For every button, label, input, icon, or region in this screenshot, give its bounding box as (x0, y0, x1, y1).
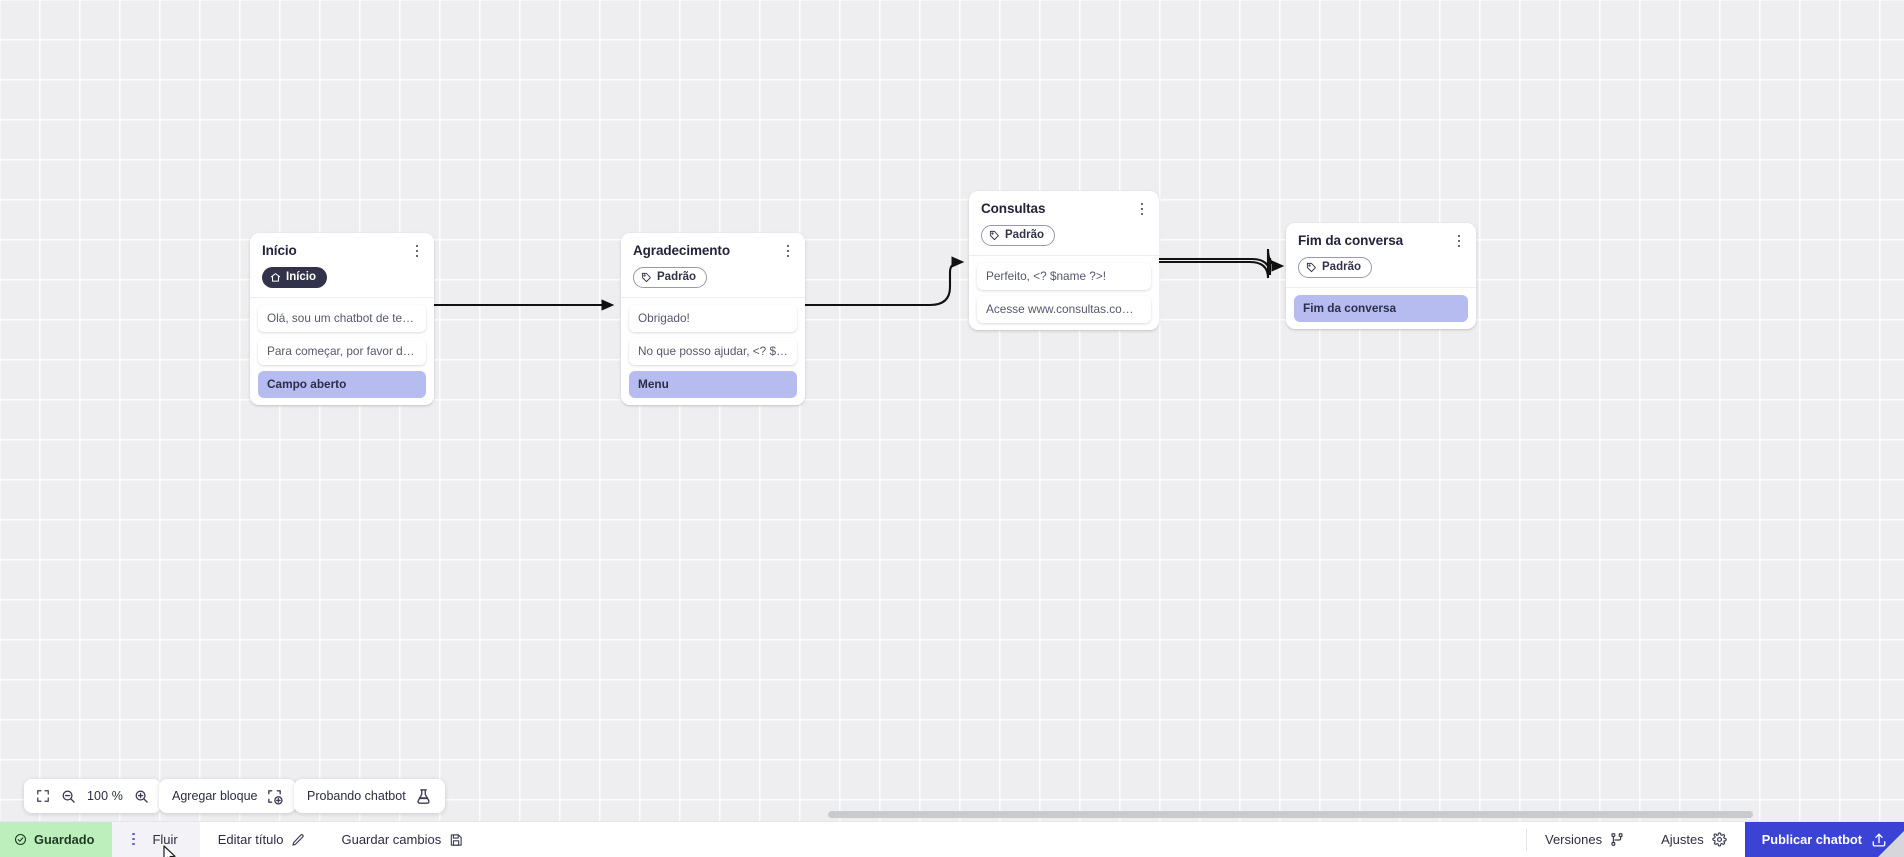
node-menu-button[interactable] (1452, 232, 1466, 250)
bottom-bar-spacer (481, 822, 1526, 857)
fit-screen-icon[interactable] (36, 789, 50, 803)
node-badge-label: Início (286, 271, 317, 283)
node-blocks: Perfeito, <? $name ?>! Acesse www.consul… (969, 263, 1159, 323)
node-divider (1286, 287, 1476, 288)
save-changes-button[interactable]: Guardar cambios (323, 822, 481, 857)
edit-title-button[interactable]: Editar título (200, 822, 324, 857)
node-badge-label: Padrão (1322, 261, 1361, 273)
node-title: Início (262, 243, 297, 258)
versions-label: Versiones (1545, 832, 1603, 847)
flow-node-fim-da-conversa[interactable]: Fim da conversa Padrão Fim da conversa (1286, 223, 1476, 329)
edit-title-label: Editar título (217, 832, 284, 847)
zoom-level-label: 100 % (87, 789, 123, 803)
branch-icon (1611, 833, 1623, 846)
node-menu-button[interactable] (781, 242, 795, 260)
node-title: Agradecimento (633, 243, 730, 258)
home-icon (270, 273, 281, 282)
save-disk-icon (450, 833, 462, 846)
saved-status-label: Guardado (34, 832, 95, 847)
node-badge-default[interactable]: Padrão (1298, 257, 1372, 278)
node-badge-start[interactable]: Início (262, 267, 328, 288)
tab-flow[interactable]: Fluir (112, 822, 200, 857)
saved-status-badge: Guardado (0, 822, 113, 857)
block-action[interactable]: Fim da conversa (1294, 295, 1468, 322)
flow-node-inicio[interactable]: Início Início Olá, sou um chatbot de tes… (250, 233, 434, 405)
zoom-toolbar: 100 % (24, 779, 161, 813)
tab-flow-label: Fluir (152, 832, 178, 847)
node-header: Fim da conversa (1286, 223, 1476, 250)
block-message[interactable]: Para começar, por favor digite o ... (258, 338, 426, 365)
tag-icon (1306, 262, 1316, 273)
canvas-horizontal-scrollbar[interactable] (0, 810, 1904, 819)
resize-corner[interactable] (1878, 831, 1904, 857)
node-divider (969, 255, 1159, 256)
edge-consultas-fim-curve (1159, 257, 1285, 276)
block-message[interactable]: Acesse www.consultas.com par... (977, 296, 1151, 323)
flow-node-agradecimento[interactable]: Agradecimento Padrão Obrigado! No que po… (621, 233, 805, 405)
pencil-icon (292, 833, 305, 846)
flow-edges (434, 248, 1285, 311)
node-badge-default[interactable]: Padrão (981, 225, 1055, 246)
block-message[interactable]: Perfeito, <? $name ?>! (977, 263, 1151, 290)
check-circle-icon (14, 833, 27, 846)
block-message[interactable]: No que posso ajudar, <? $name ... (629, 338, 797, 365)
block-message[interactable]: Obrigado! (629, 305, 797, 332)
node-badge-row: Padrão (621, 260, 805, 297)
node-menu-button[interactable] (410, 242, 424, 260)
node-divider (621, 297, 805, 298)
node-title: Fim da conversa (1298, 233, 1404, 248)
settings-button[interactable]: Ajustes (1643, 822, 1745, 857)
flask-icon (417, 788, 430, 804)
gear-icon (1712, 832, 1727, 847)
block-message[interactable]: Olá, sou um chatbot de teste! (258, 305, 426, 332)
tag-icon (989, 230, 999, 241)
zoom-in-icon[interactable] (134, 789, 149, 804)
bottom-bar-divider (1526, 828, 1527, 851)
node-blocks: Fim da conversa (1286, 295, 1476, 322)
edge-consultas-fim (1159, 248, 1281, 279)
add-block-label: Agregar bloque (172, 789, 258, 803)
node-blocks: Olá, sou um chatbot de teste! Para começ… (250, 305, 434, 398)
edge-agradecimento-consultas (805, 256, 965, 307)
flow-canvas[interactable]: Início Início Olá, sou um chatbot de tes… (0, 0, 1904, 821)
node-badge-label: Padrão (657, 271, 696, 283)
bottom-bar: Guardado Fluir Editar título Guardar cam… (0, 821, 1904, 857)
kebab-vertical-icon[interactable] (126, 830, 140, 848)
node-badge-row: Padrão (969, 218, 1159, 255)
tag-icon (641, 272, 651, 283)
versions-button[interactable]: Versiones (1527, 822, 1643, 857)
node-title: Consultas (981, 201, 1046, 216)
block-action[interactable]: Campo aberto (258, 371, 426, 398)
publish-chatbot-label: Publicar chatbot (1761, 832, 1862, 847)
node-badge-row: Início (250, 260, 434, 297)
flow-node-consultas[interactable]: Consultas Padrão Perfeito, <? $name ?>! … (969, 191, 1159, 330)
node-blocks: Obrigado! No que posso ajudar, <? $name … (621, 305, 805, 398)
scrollbar-thumb[interactable] (828, 811, 1753, 818)
node-header: Início (250, 233, 434, 260)
add-block-button[interactable]: Agregar bloque (159, 779, 297, 813)
zoom-out-icon[interactable] (61, 789, 76, 804)
node-badge-default[interactable]: Padrão (633, 267, 707, 288)
test-chatbot-button[interactable]: Probando chatbot (294, 779, 445, 813)
node-badge-row: Padrão (1286, 250, 1476, 287)
node-header: Agradecimento (621, 233, 805, 260)
add-block-icon (268, 789, 284, 805)
block-action[interactable]: Menu (629, 371, 797, 398)
node-menu-button[interactable] (1135, 200, 1149, 218)
publish-chatbot-button[interactable]: Publicar chatbot (1744, 822, 1904, 857)
save-changes-label: Guardar cambios (341, 832, 442, 847)
node-header: Consultas (969, 191, 1159, 218)
node-badge-label: Padrão (1005, 229, 1044, 241)
node-divider (250, 297, 434, 298)
settings-label: Ajustes (1661, 832, 1704, 847)
test-chatbot-label: Probando chatbot (307, 789, 406, 803)
